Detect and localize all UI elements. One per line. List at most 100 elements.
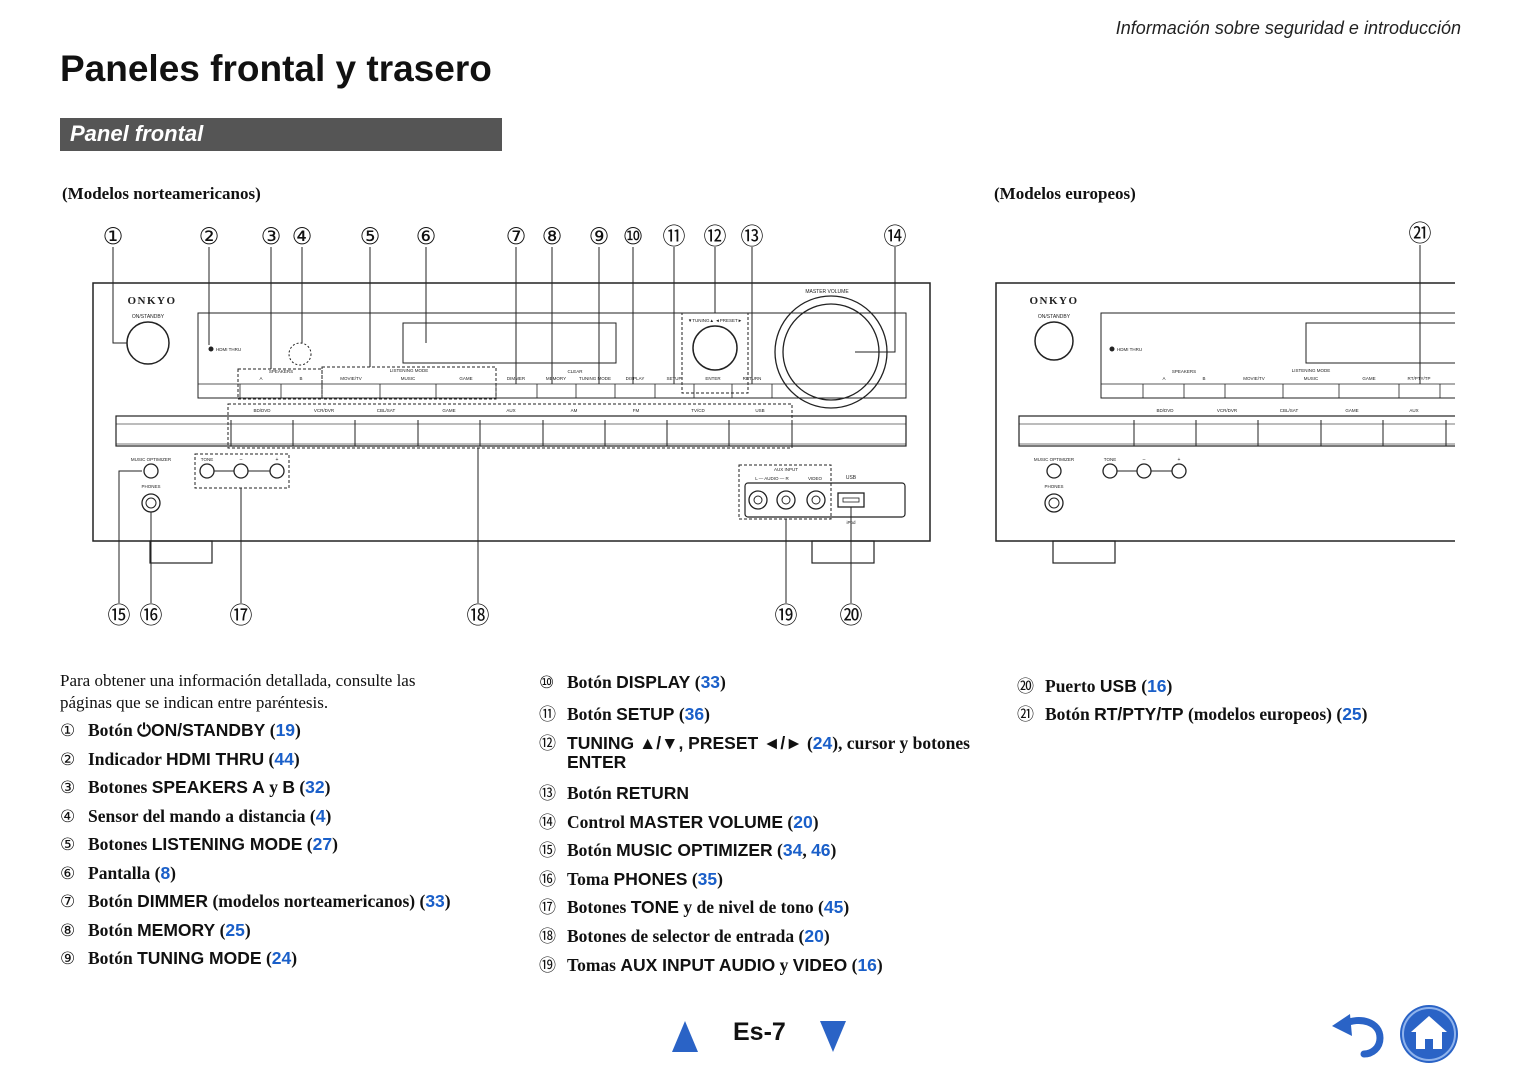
item-text: y [264, 777, 283, 797]
svg-text:AM: AM [571, 408, 578, 413]
item-text: Pantalla [88, 863, 151, 883]
page-link[interactable]: 16 [1147, 676, 1167, 696]
item-text: ) [876, 955, 883, 975]
svg-text:DIMMER: DIMMER [507, 376, 526, 381]
item-text: Indicador [88, 749, 166, 769]
callout-10: ⑩ [623, 224, 644, 250]
item-text: Botón [88, 720, 138, 740]
svg-text:TONE: TONE [201, 457, 213, 462]
page-link[interactable]: 46 [811, 840, 831, 860]
svg-text:+: + [276, 457, 279, 463]
svg-text:USB: USB [755, 408, 764, 413]
item-text: RETURN [616, 783, 690, 803]
svg-text:RETURN: RETURN [743, 376, 762, 381]
aux-audio-l [748, 490, 768, 510]
item-text: DIMMER [137, 891, 209, 911]
item-text: ( [215, 920, 226, 940]
next-page-icon[interactable] [819, 1019, 847, 1053]
na-foot-left [149, 540, 213, 564]
page-link[interactable]: 8 [160, 863, 171, 883]
page-link[interactable]: 33 [425, 891, 445, 911]
page-link[interactable]: 34 [782, 840, 803, 860]
page-link[interactable]: 24 [271, 948, 292, 968]
page-link[interactable]: 24 [812, 733, 833, 753]
svg-text:HDMI THRU: HDMI THRU [216, 347, 241, 352]
home-icon[interactable] [1399, 1004, 1459, 1064]
svg-text:FM: FM [633, 408, 640, 413]
svg-text:GAME: GAME [1345, 408, 1358, 413]
item-text: ( [847, 955, 858, 975]
svg-text:GAME: GAME [442, 408, 455, 413]
back-icon[interactable] [1330, 1010, 1386, 1058]
item-text: RT/PTY/TP [1094, 704, 1184, 724]
item-text: MASTER VOLUME [629, 812, 784, 832]
section-bar: Panel frontal [60, 118, 502, 151]
item-text: ( [305, 806, 316, 826]
item-text: ) [444, 891, 451, 911]
item-text: Botón [88, 920, 138, 940]
eu-unit-body [995, 282, 1477, 542]
item-text: ) [1166, 676, 1173, 696]
prev-page-icon[interactable] [671, 1019, 699, 1053]
svg-text:B: B [1202, 376, 1205, 381]
front-panel-diagram: ONKYO ON/STANDBY HDMI THRU SPEAKERS A B … [92, 221, 1507, 629]
svg-text:GAME: GAME [1362, 376, 1375, 381]
item-text: TUNING MODE [137, 948, 262, 968]
svg-text:TONE: TONE [1104, 457, 1116, 462]
item-text: AUX INPUT AUDIO [620, 955, 776, 975]
item-text: DISPLAY [616, 672, 691, 692]
item-text: ( [783, 812, 794, 832]
page-link[interactable]: 4 [315, 806, 326, 826]
page-link[interactable]: 32 [305, 777, 325, 797]
na-foot-right [811, 540, 875, 564]
svg-text:MUSIC OPTIMIZER: MUSIC OPTIMIZER [131, 457, 172, 462]
item-text: ( [302, 834, 313, 854]
page-link[interactable]: 44 [274, 749, 294, 769]
item-text: ) [704, 704, 710, 724]
page-link[interactable]: 33 [700, 672, 721, 692]
svg-text:TUNING MODE: TUNING MODE [579, 376, 611, 381]
svg-text:ENTER: ENTER [705, 376, 721, 381]
item-number: ② [60, 750, 76, 770]
svg-text:–: – [1143, 457, 1146, 463]
page-link[interactable]: 20 [804, 926, 824, 946]
svg-text:AUX: AUX [1409, 408, 1418, 413]
item-text: ) [823, 926, 830, 946]
page-link[interactable]: 35 [697, 869, 718, 889]
page-link[interactable]: 20 [793, 812, 813, 832]
item-text: (modelos europeos) [1183, 704, 1332, 724]
page-link[interactable]: 25 [225, 920, 245, 940]
svg-text:VCR/DVR: VCR/DVR [1217, 408, 1238, 413]
item-number: ⑤ [60, 835, 76, 855]
callout-5: ⑤ [360, 224, 381, 250]
aux-audio-r [776, 490, 796, 510]
item-text: Botón [88, 948, 138, 968]
item-text: USB [1099, 676, 1137, 696]
item-text: ( [261, 948, 272, 968]
brand-logo: ONKYO [127, 295, 176, 307]
music-optimizer-button [143, 463, 159, 479]
page-link[interactable]: 36 [684, 704, 705, 724]
item-number: ⑲ [539, 956, 556, 976]
page-link[interactable]: 27 [312, 834, 333, 854]
svg-text:BD/DVD: BD/DVD [1156, 408, 1174, 413]
page-link[interactable]: 45 [823, 897, 844, 917]
page-link[interactable]: 25 [1342, 704, 1362, 724]
item-number: ④ [60, 807, 76, 827]
item-text: ) [332, 834, 338, 854]
page-link[interactable]: 16 [857, 955, 877, 975]
item-number: ⑬ [539, 784, 556, 804]
item-number: ① [60, 721, 76, 741]
item-text: Botones [567, 897, 631, 917]
item-text: ) [1361, 704, 1368, 724]
page-link[interactable]: 19 [275, 720, 296, 740]
